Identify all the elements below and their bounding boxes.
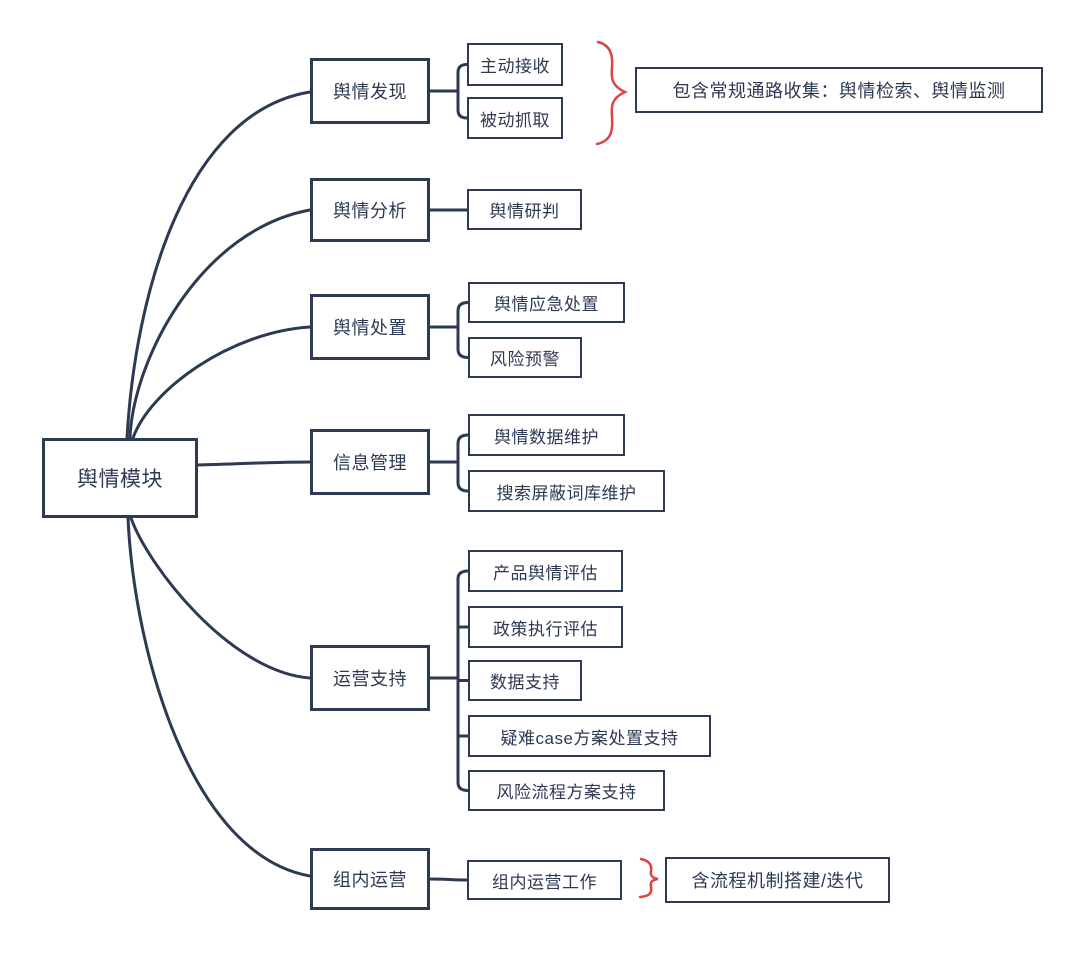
child-opinion-emergency-handling[interactable]: 舆情应急处置 xyxy=(468,282,625,323)
child-policy-execution-evaluation[interactable]: 政策执行评估 xyxy=(468,606,623,648)
child-label: 搜索屏蔽词库维护 xyxy=(496,483,637,503)
root-node-label: 舆情模块 xyxy=(77,468,163,491)
child-label: 舆情研判 xyxy=(489,202,560,221)
child-label: 舆情应急处置 xyxy=(494,295,599,314)
child-team-operation-work[interactable]: 组内运营工作 xyxy=(467,860,622,900)
child-label: 疑难case方案处置支持 xyxy=(500,728,679,748)
branch-opinion-analysis[interactable]: 舆情分析 xyxy=(310,178,430,242)
child-search-blocklist-maintenance[interactable]: 搜索屏蔽词库维护 xyxy=(468,470,665,512)
branch-label: 运营支持 xyxy=(333,669,407,689)
root-node-public-opinion-module[interactable]: 舆情模块 xyxy=(42,438,198,518)
annotation-collection-channels[interactable]: 包含常规通路收集：舆情检索、舆情监测 xyxy=(635,67,1043,113)
branch-label: 舆情处置 xyxy=(333,318,407,338)
child-label: 产品舆情评估 xyxy=(493,563,598,583)
branch-label: 舆情分析 xyxy=(333,201,407,221)
annotation-process-mechanism[interactable]: 含流程机制搭建/迭代 xyxy=(665,857,890,903)
child-label: 政策执行评估 xyxy=(493,619,598,639)
child-risk-warning[interactable]: 风险预警 xyxy=(468,337,582,378)
child-label: 被动抓取 xyxy=(480,110,550,130)
child-opinion-data-maintenance[interactable]: 舆情数据维护 xyxy=(468,414,625,456)
child-label: 主动接收 xyxy=(480,57,550,76)
child-data-support[interactable]: 数据支持 xyxy=(468,660,582,701)
branch-label: 信息管理 xyxy=(333,453,407,473)
red-brace-large-icon xyxy=(595,40,628,146)
red-brace-small-icon xyxy=(638,857,659,899)
child-product-opinion-evaluation[interactable]: 产品舆情评估 xyxy=(468,550,623,592)
child-label: 组内运营工作 xyxy=(492,872,597,892)
branch-label: 组内运营 xyxy=(333,870,407,890)
branch-team-operation[interactable]: 组内运营 xyxy=(310,848,430,910)
branch-operation-support[interactable]: 运营支持 xyxy=(310,645,430,711)
branch-opinion-handling[interactable]: 舆情处置 xyxy=(310,294,430,360)
child-risk-process-plan-support[interactable]: 风险流程方案支持 xyxy=(468,770,665,811)
child-active-reception[interactable]: 主动接收 xyxy=(467,43,563,86)
child-difficult-case-handling-support[interactable]: 疑难case方案处置支持 xyxy=(468,715,711,757)
annotation-label: 含流程机制搭建/迭代 xyxy=(691,871,864,891)
child-label: 风险流程方案支持 xyxy=(496,783,637,802)
child-label: 数据支持 xyxy=(490,673,560,692)
branch-information-management[interactable]: 信息管理 xyxy=(310,429,430,495)
branch-edges xyxy=(125,63,470,882)
branch-opinion-discovery[interactable]: 舆情发现 xyxy=(310,58,430,124)
branch-label: 舆情发现 xyxy=(333,82,407,102)
annotation-label: 包含常规通路收集：舆情检索、舆情监测 xyxy=(672,81,1006,101)
child-opinion-judgment[interactable]: 舆情研判 xyxy=(467,189,582,230)
child-label: 风险预警 xyxy=(490,350,560,369)
child-label: 舆情数据维护 xyxy=(494,427,599,447)
child-passive-crawling[interactable]: 被动抓取 xyxy=(467,97,563,139)
